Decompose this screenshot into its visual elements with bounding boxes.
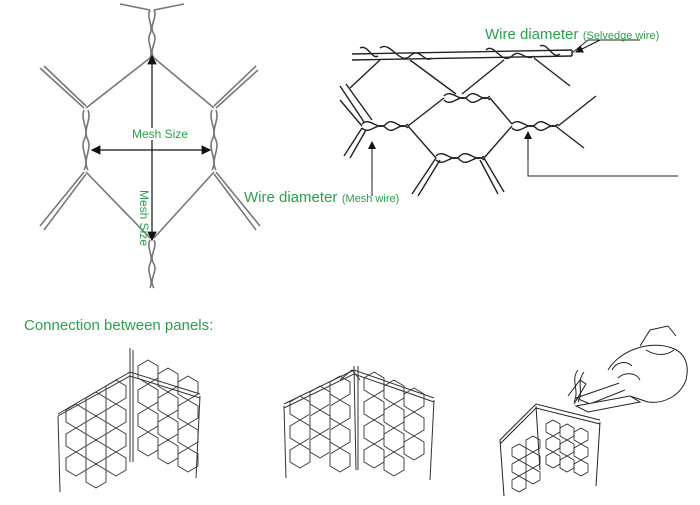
wire-diameter-selvedge-label: Wire diameter (Selvedge wire) — [485, 27, 659, 43]
mesh-size-vertical-label: Mesh Size — [137, 190, 151, 247]
pointer-arrows — [368, 39, 601, 180]
mesh-size-arrows — [90, 54, 212, 242]
wire-detail-drawing — [339, 39, 678, 197]
mesh-wire-text: (Mesh wire) — [341, 193, 400, 205]
wire-diameter-bottom-text: Wire diameter — [244, 189, 338, 206]
selvedge-wire-text: (Selvedge wire) — [582, 30, 660, 42]
connection-title: Connection between panels: — [24, 317, 214, 334]
hexagon-mesh-cell — [39, 3, 261, 289]
panel-connection-illustration-2 — [283, 365, 435, 481]
pliers-tying-illustration — [499, 325, 688, 497]
wire-diameter-top-text: Wire diameter — [485, 26, 579, 43]
wire-diameter-mesh-label: Wire diameter (Mesh wire) — [244, 190, 399, 206]
panel-connection-illustration-1 — [57, 348, 201, 493]
mesh-size-horizontal-label: Mesh Size — [131, 127, 190, 141]
